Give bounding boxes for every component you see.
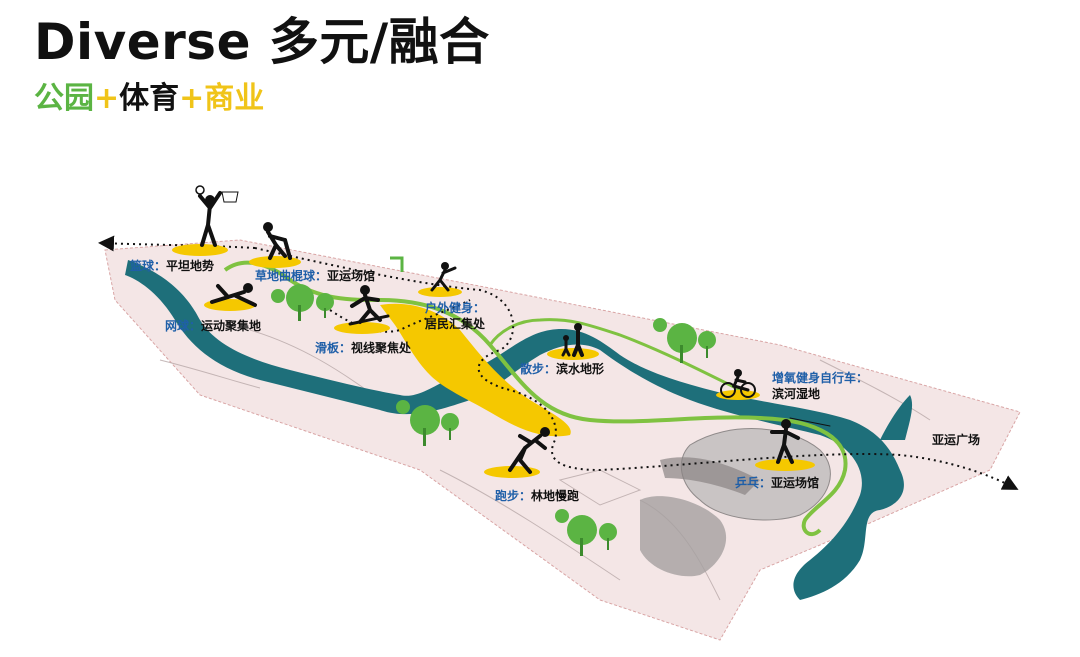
label-fitness-place: 居民汇集处: [425, 316, 486, 331]
river: [125, 260, 904, 600]
svg-text:滑板：视线聚焦处: 滑板：视线聚焦处: [315, 340, 412, 355]
label-skate-place: 视线聚焦处: [351, 340, 412, 355]
trees: [271, 284, 716, 556]
subtitle-sport: 体育: [119, 81, 180, 116]
svg-text:散步：滨水地形: 散步：滨水地形: [520, 361, 604, 376]
tree-icon: [555, 509, 569, 523]
tree-icon: [698, 331, 716, 358]
greenway-loop: [488, 318, 741, 392]
arena-plaza: [640, 428, 831, 577]
tree-icon: [599, 523, 617, 550]
silhouettes: [195, 185, 831, 474]
tree-icon: [567, 515, 597, 556]
greenway-path: [223, 260, 848, 537]
tree-icon: [441, 413, 459, 440]
label-run-category: 跑步：: [495, 488, 531, 503]
tree-icon: [271, 289, 285, 303]
subtitle-plus-2: +: [179, 81, 205, 116]
fitness-person-icon: [430, 262, 457, 292]
label-tennis-place: 运动聚集地: [201, 318, 261, 333]
page-subtitle: 公园+体育+商业: [34, 73, 264, 117]
label-cycle-category: 增氧健身自行车：: [772, 370, 868, 385]
svg-text:网球：运动聚集地: 网球：运动聚集地: [165, 318, 261, 333]
label-walk-place: 滨水地形: [556, 361, 604, 376]
tree-icon: [410, 405, 440, 446]
svg-text:乒乓：亚运场馆: 乒乓：亚运场馆: [735, 475, 819, 490]
dotted-route-west: [98, 235, 256, 252]
label-fitness-category: 户外健身：: [425, 300, 485, 315]
hockey-player-icon: [263, 222, 292, 260]
corner-marker: [390, 256, 404, 272]
cyclist-icon: [720, 369, 756, 398]
river-branch: [880, 395, 913, 440]
walking-family-icon: [561, 323, 584, 357]
label-tennis-category: 网球：: [165, 318, 201, 333]
subtitle-plus-1: +: [94, 81, 120, 116]
spot-basketball: [172, 244, 228, 256]
basketball-player-icon: [195, 185, 239, 247]
svg-text:跑步：林地慢跑: 跑步：林地慢跑: [495, 488, 579, 503]
page-title: Diverse 多元/融合: [34, 13, 490, 71]
runner-icon: [508, 427, 550, 474]
tree-icon: [316, 293, 334, 318]
label-hockey-place: 亚运场馆: [327, 268, 375, 283]
tree-icon: [396, 400, 410, 414]
spot-pingpong: [755, 459, 815, 471]
subtitle-park: 公园: [34, 81, 94, 116]
label-hockey-category: 草地曲棍球：: [255, 268, 327, 283]
table-tennis-player-icon: [770, 417, 831, 464]
label-basketball-category: 篮球：: [129, 258, 166, 273]
tree-icon: [667, 323, 697, 363]
label-pingpong-category: 乒乓：: [735, 475, 771, 490]
label-pingpong-place: 亚运场馆: [771, 475, 819, 490]
label-run-place: 林地慢跑: [531, 488, 579, 503]
activity-labels: 篮球：平坦地势 草地曲棍球：亚运场馆 网球：运动聚集地 滑板：视线聚焦处 户外健…: [129, 258, 980, 503]
central-plaza: [380, 303, 571, 437]
label-skate-category: 滑板：: [315, 340, 351, 355]
tree-icon: [653, 318, 667, 332]
label-walk-category: 散步：: [520, 361, 556, 376]
svg-text:篮球：平坦地势: 篮球：平坦地势: [129, 258, 214, 273]
spot-hockey: [249, 256, 301, 268]
svg-text:草地曲棍球：亚运场馆: 草地曲棍球：亚运场馆: [255, 268, 375, 283]
site-ground: [104, 239, 1021, 641]
spot-fitness: [418, 287, 462, 297]
tennis-player-icon: [210, 283, 257, 307]
subtitle-business: 商业: [204, 81, 265, 116]
skateboarder-icon: [348, 285, 390, 326]
spot-skate: [334, 322, 390, 334]
label-cycle-place: 滨河湿地: [772, 386, 820, 401]
tree-icon: [286, 284, 314, 321]
label-destination: 亚运广场: [932, 432, 980, 447]
label-basketball-place: 平坦地势: [166, 258, 214, 273]
